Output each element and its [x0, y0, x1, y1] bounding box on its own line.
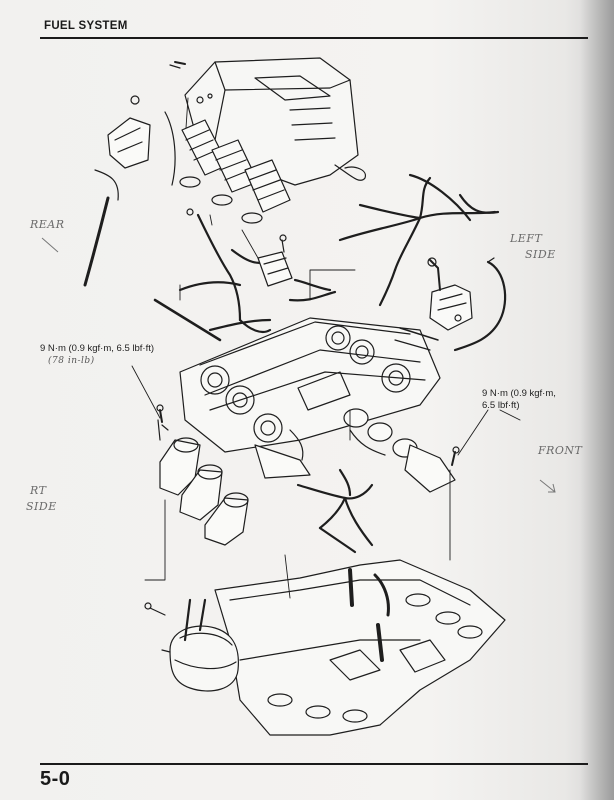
binding-shadow — [580, 0, 614, 800]
header-rule — [40, 37, 588, 39]
fuel-pump — [144, 598, 240, 692]
vacuum-hoses-lower — [296, 468, 374, 554]
handwritten-rear: REAR — [30, 218, 65, 231]
torque-spec-right-line1: 9 N·m (0.9 kgf·m, — [482, 388, 556, 399]
cylinder-head — [214, 559, 506, 736]
carburetor-assembly — [153, 298, 441, 479]
torque-spec-left-text: 9 N·m (0.9 kgf·m, 6.5 lbf·ft) — [40, 343, 155, 354]
handwritten-left-side: SIDE — [525, 248, 556, 261]
air-funnels — [179, 119, 291, 224]
vacuum-hoses-left — [178, 213, 337, 334]
footer-rule — [40, 763, 588, 765]
fuel-joint — [257, 234, 293, 287]
handwritten-rt: RT — [30, 484, 47, 497]
handwritten-left: LEFT — [510, 232, 543, 245]
section-title: FUEL SYSTEM — [44, 20, 128, 32]
crankcase-breather-bracket — [83, 64, 181, 287]
intake-insulators-right — [343, 408, 456, 493]
page-number: 5-0 — [40, 768, 71, 790]
torque-spec-right: 9 N·m (0.9 kgf·m, 6.5 lbf·ft) — [482, 388, 556, 412]
torque-spec-left: 9 N·m (0.9 kgf·m, 6.5 lbf·ft) — [40, 343, 154, 355]
handwritten-arrows — [41, 237, 556, 493]
torque-spec-right-line2: 6.5 lbf·ft) — [482, 400, 520, 411]
handwritten-torque-note: (78 in-lb) — [48, 356, 95, 366]
fuel-valve-assembly — [427, 257, 507, 352]
vacuum-hoses-upper — [338, 173, 500, 307]
handwritten-front: FRONT — [538, 444, 583, 457]
leader-lines — [131, 97, 521, 599]
bolts — [156, 61, 460, 466]
handwritten-rt-side: SIDE — [26, 500, 57, 513]
intake-manifolds-left — [157, 419, 249, 546]
